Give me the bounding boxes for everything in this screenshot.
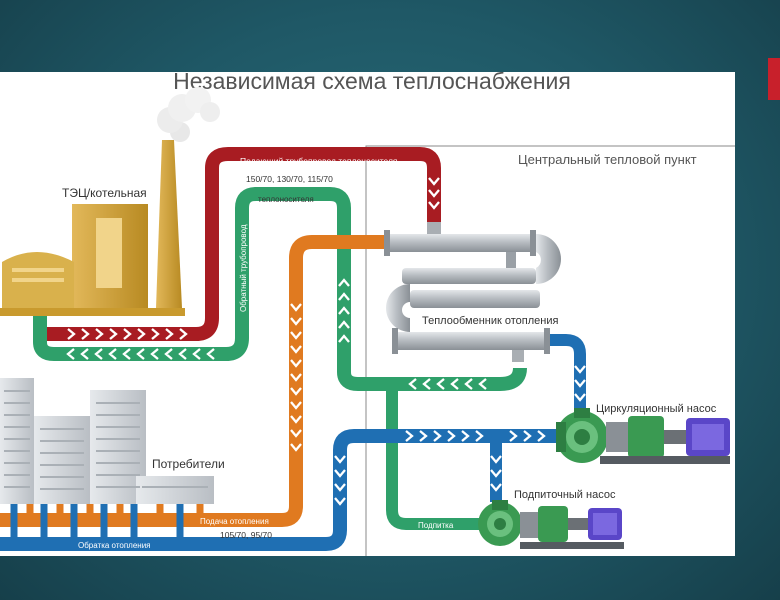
flow-arrows <box>66 177 586 506</box>
boiler-label: ТЭЦ/котельная <box>62 186 147 200</box>
feed-line-label: Подпитка <box>418 521 454 530</box>
heat-point-label: Центральный тепловой пункт <box>518 152 697 167</box>
heat-exchanger <box>384 222 561 362</box>
feed-pump-label: Подпиточный насос <box>514 489 616 501</box>
heating-diagram: Независимая схема теплоснабжения Централ… <box>0 72 735 556</box>
consumer-buildings <box>0 378 214 504</box>
accent-tab <box>768 58 780 100</box>
consumer-branches <box>10 504 204 544</box>
return-pipe-label-2: теплоносителя <box>258 195 314 204</box>
return-pipe-label-1: Обратный трубопровод <box>239 224 248 312</box>
page-title: Независимая схема теплоснабжения <box>173 72 571 94</box>
heat-point-border <box>365 145 735 556</box>
heating-supply-label: Подача отопления <box>200 517 269 526</box>
heating-return-label: Обратка отопления <box>78 541 151 550</box>
slide: Независимая схема теплоснабжения Централ… <box>0 72 735 556</box>
circ-pump-label: Циркуляционный насос <box>596 403 717 415</box>
circulation-pump <box>556 408 730 464</box>
return-pipe <box>33 187 527 391</box>
consumers-label: Потребители <box>152 457 225 471</box>
heat-plant <box>0 87 220 316</box>
supply-temps-label: 150/70, 130/70, 115/70 <box>246 174 333 184</box>
feed-pump <box>478 500 624 549</box>
feed-line-pipe <box>386 384 480 530</box>
supply-pipe-label: Подающий трубопровод теплоносителя <box>240 156 398 166</box>
exchanger-label: Теплообменник отопления <box>422 315 558 327</box>
heating-temps-label: 105/70, 95/70 <box>220 530 272 540</box>
exchanger-outlet-pipe <box>548 334 586 410</box>
heating-supply-pipe <box>0 235 396 527</box>
